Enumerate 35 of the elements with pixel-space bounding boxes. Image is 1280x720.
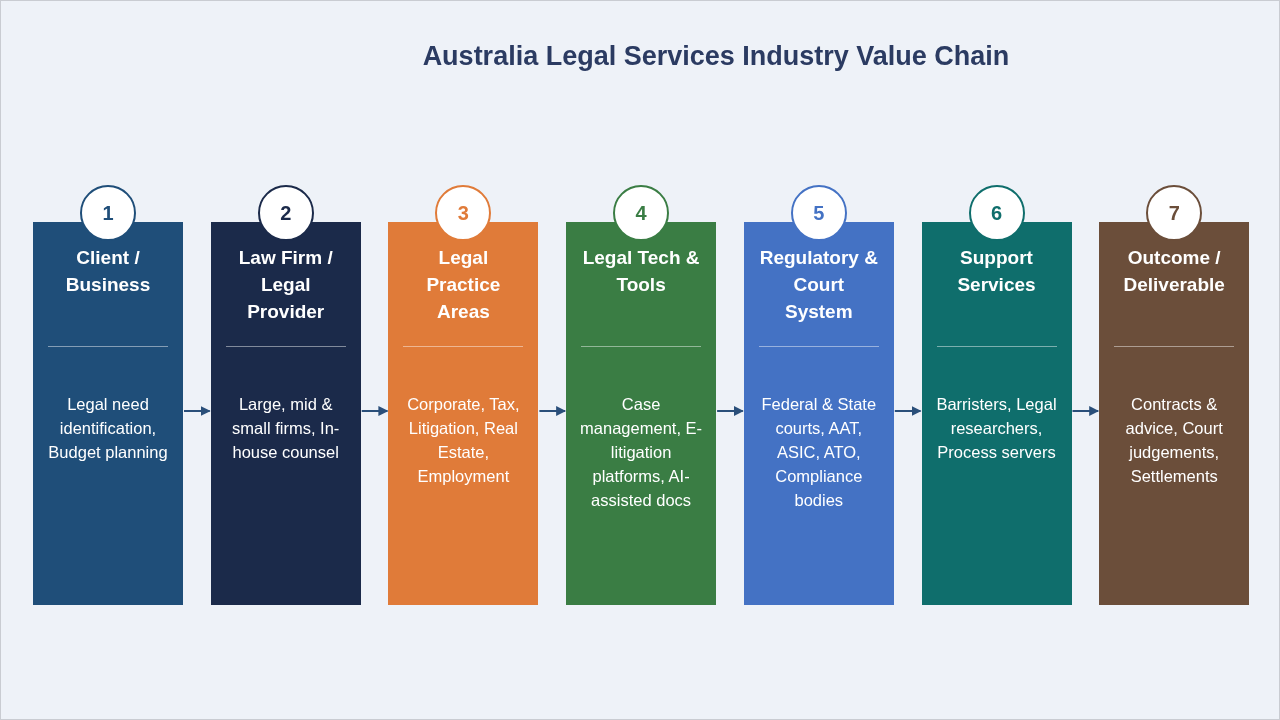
- step-number-circle: 4: [613, 185, 670, 241]
- stage-heading: Legal Tech & Tools: [581, 246, 701, 297]
- stage-description: Large, mid & small firms, In-house counsel: [231, 394, 341, 463]
- step-number-circle: 1: [80, 185, 136, 241]
- stage-heading: Regulatory & Court System: [758, 246, 879, 324]
- stage-heading: Legal Practice Areas: [425, 246, 502, 324]
- stage-column: [1099, 222, 1250, 605]
- stage-column: [33, 222, 183, 605]
- title: Australia Legal Services Industry Value Chain: [421, 41, 1011, 72]
- stage-description: Corporate, Tax, Litigation, Real Estate, Employment: [406, 394, 521, 487]
- stage-description: Contracts & advice, Court judgements, Settlements: [1124, 394, 1224, 487]
- stage-column: [743, 222, 894, 605]
- stage-description: Barristers, Legal researchers, Process servers: [935, 394, 1058, 463]
- arrow: [893, 406, 922, 416]
- arrow: [1071, 406, 1100, 416]
- stage-column: [210, 222, 361, 605]
- step-number-circle: 6: [968, 185, 1025, 241]
- step-number-circle: 2: [257, 185, 314, 241]
- stage-description: Case management, E-litigation platforms, AI-assisted docs: [579, 394, 704, 511]
- stage-heading: Outcome / Deliverable: [1122, 246, 1226, 297]
- stage-column: [921, 222, 1072, 605]
- stage-column: [566, 222, 717, 605]
- stage-heading: Client / Business: [64, 246, 152, 297]
- step-number-circle: 7: [1146, 185, 1203, 241]
- stage-description: Federal & State courts, AAT, ASIC, ATO, Compliance bodies: [760, 394, 878, 511]
- stage-description: Legal need identification, Budget planning: [47, 394, 169, 463]
- arrow: [183, 406, 211, 416]
- stage-heading: Support Services: [956, 246, 1037, 297]
- step-number-circle: 5: [790, 185, 847, 241]
- stage-column: [388, 222, 539, 605]
- step-number-circle: 3: [435, 185, 492, 241]
- stage-heading: Law Firm / Legal Provider: [237, 246, 334, 324]
- arrow: [716, 406, 744, 416]
- arrow: [538, 406, 567, 416]
- arrow: [360, 406, 389, 416]
